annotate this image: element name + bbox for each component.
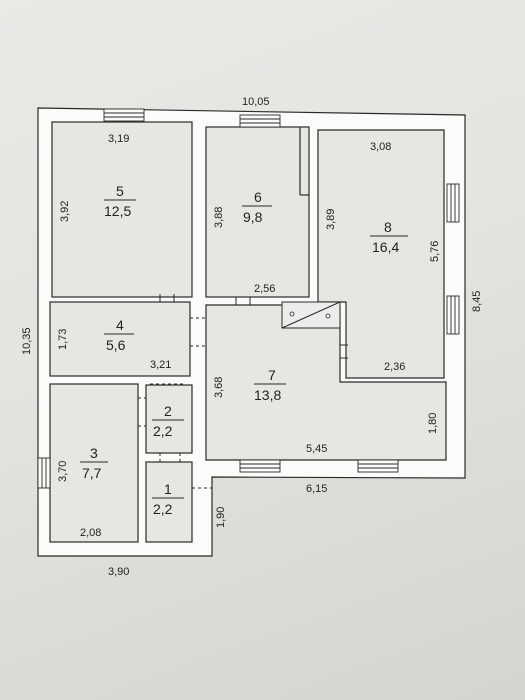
room-2-area: 2,2 [153,423,173,439]
room-8-height-right: 5,76 [429,241,441,262]
room-5-height: 3,92 [59,201,71,222]
room-4 [49,301,191,377]
room-7-top-width: 2,56 [254,283,275,295]
room-6 [205,126,310,298]
room-3-width: 2,08 [80,527,101,539]
window-icon [239,114,281,128]
room-6-height: 3,88 [213,207,225,228]
room-5 [51,121,193,298]
room-1-height: 1,90 [215,507,227,528]
room-7-height: 3,68 [213,377,225,398]
room-1-number: 1 [164,481,172,497]
room-4-height: 1,73 [57,329,69,350]
dim-top: 10,05 [242,96,270,108]
room-4-width: 3,21 [150,359,171,371]
stove-icon [281,301,341,329]
room-8-width: 3,08 [370,141,391,153]
door-opening [159,453,181,462]
window-icon [37,457,51,489]
door-opening [150,375,186,385]
room-8-area: 16,4 [372,239,399,255]
room-7-bottom-width: 5,45 [306,443,327,455]
room-8-height-left: 3,89 [325,209,337,230]
room-3-number: 3 [90,445,98,461]
room-8-bottom-width: 2,36 [384,361,405,373]
room-6-area: 9,8 [243,209,263,225]
room-1-area: 2,2 [153,501,173,517]
window-icon [103,108,145,122]
room-4-area: 5,6 [106,337,126,353]
room-4-number: 4 [116,317,124,333]
room-8-number: 8 [384,219,392,235]
dim-right: 8,45 [471,291,483,312]
room-3-height: 3,70 [57,461,69,482]
room-3 [49,383,139,543]
room-5-number: 5 [116,183,124,199]
room-7-area: 13,8 [254,387,281,403]
dim-bottom-right: 6,15 [306,483,327,495]
window-icon [357,459,399,473]
window-icon [446,295,460,335]
window-icon [446,183,460,223]
room-3-area: 7,7 [82,465,102,481]
door-opening [190,317,206,347]
room-2 [145,384,193,454]
room-5-area: 12,5 [104,203,131,219]
room-5-width: 3,19 [108,133,129,145]
room-7-number: 7 [268,367,276,383]
room-1 [145,461,193,543]
window-icon [239,459,281,473]
room-6-number: 6 [254,189,262,205]
door-opening [138,397,146,427]
room-2-number: 2 [164,403,172,419]
room-7-right-height: 1,80 [427,413,439,434]
dim-bottom-left: 3,90 [108,566,129,578]
dim-left: 10,35 [21,327,33,355]
